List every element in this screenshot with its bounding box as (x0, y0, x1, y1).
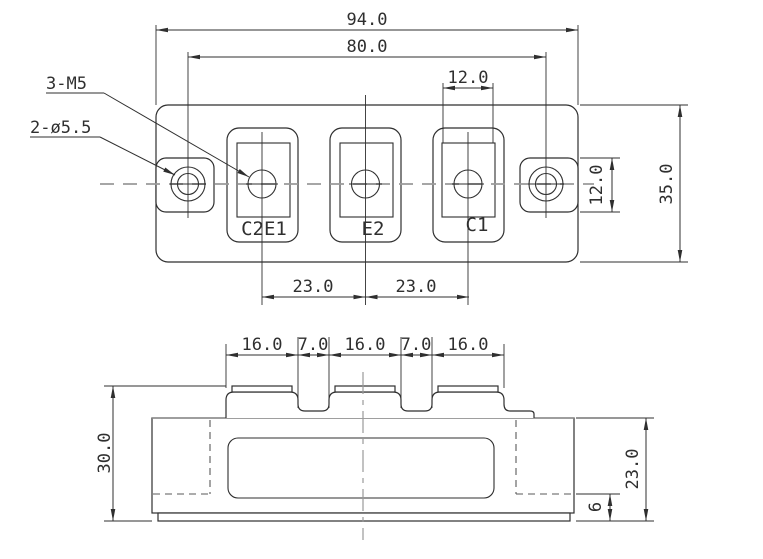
dim-overall-width: 94.0 (155, 10, 579, 33)
dim-base-height: 6 (576, 493, 620, 522)
svg-text:23.0: 23.0 (396, 277, 437, 297)
dim-block-3: 16.0 (431, 335, 505, 358)
side-view: 16.0 7.0 16.0 7.0 16.0 30.0 (95, 335, 654, 540)
vertical-centerlines (155, 25, 579, 305)
baseplate (157, 512, 571, 522)
terminal-label-c2e1: C2E1 (241, 218, 287, 240)
dim-hole-spacing: 80.0 (187, 37, 547, 60)
dim-total-height: 30.0 (95, 385, 226, 522)
svg-text:23.0: 23.0 (293, 277, 334, 297)
dim-tab-height: 12.0 (580, 157, 620, 213)
dim-case-height: 23.0 (576, 417, 654, 522)
dim-block-2: 16.0 (328, 335, 402, 358)
top-view: C2E1 E2 C1 3-M5 2-ø5.5 94.0 80.0 12.0 (30, 10, 688, 305)
mounting-hole-left (170, 166, 206, 202)
terminal-blocks-profile (225, 391, 535, 418)
svg-text:94.0: 94.0 (347, 10, 388, 30)
svg-text:16.0: 16.0 (242, 335, 283, 355)
label-recess (227, 437, 495, 499)
hidden-hole-lines (153, 420, 573, 495)
dim-block-1: 16.0 (225, 335, 299, 358)
annotation-3-m5: 3-M5 (46, 74, 250, 178)
terminal-cap-plates (231, 385, 499, 393)
svg-text:12.0: 12.0 (587, 165, 607, 206)
terminal-c1 (432, 127, 505, 243)
mounting-hole-right (528, 166, 564, 202)
svg-text:6: 6 (586, 502, 606, 512)
svg-text:7.0: 7.0 (298, 335, 329, 355)
svg-text:35.0: 35.0 (657, 164, 677, 205)
terminal-label-e2: E2 (362, 218, 385, 240)
dim-gap-2: 7.0 (401, 335, 433, 358)
dim-terminal-window-width: 12.0 (442, 68, 494, 91)
svg-text:16.0: 16.0 (345, 335, 386, 355)
dim-pitch-left: 23.0 (261, 277, 366, 300)
dim-gap-1: 7.0 (298, 335, 330, 358)
svg-text:12.0: 12.0 (448, 68, 489, 88)
terminal-screw-holes (246, 169, 484, 199)
terminal-thread-label: 3-M5 (46, 74, 87, 94)
dim-pitch-right: 23.0 (365, 277, 470, 300)
dim-overall-height: 35.0 (580, 104, 688, 263)
terminal-label-c1: C1 (466, 214, 489, 236)
side-extension-lines (225, 337, 505, 408)
terminal-c2e1 (226, 127, 299, 243)
svg-text:16.0: 16.0 (448, 335, 489, 355)
svg-text:23.0: 23.0 (623, 449, 643, 490)
svg-text:80.0: 80.0 (347, 37, 388, 57)
mounting-hole-label: 2-ø5.5 (30, 118, 91, 138)
svg-text:30.0: 30.0 (95, 433, 115, 474)
annotation-2-dia5.5: 2-ø5.5 (30, 118, 176, 176)
svg-text:7.0: 7.0 (401, 335, 432, 355)
